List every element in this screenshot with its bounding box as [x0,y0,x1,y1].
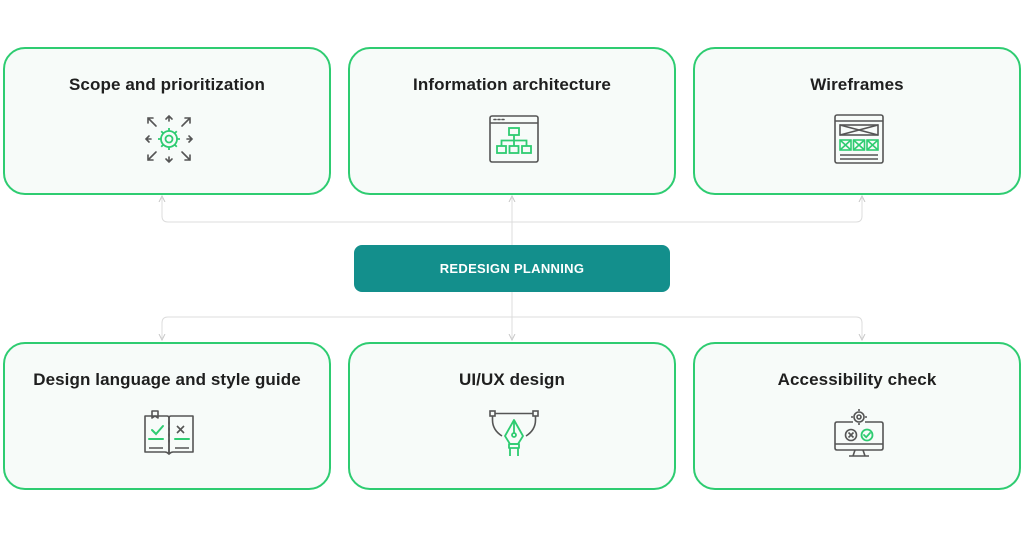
card-title: Scope and prioritization [68,75,266,94]
connector-bottom-left [162,316,512,338]
sitemap-icon [489,115,539,163]
card-title: Information architecture [413,75,611,94]
connector-top-right [512,198,862,223]
card-title: Wireframes [810,75,904,94]
card-wireframes: Wireframes [693,47,1021,195]
card-design-language-and-style-guide: Design language and style guide [3,342,331,490]
connector-bottom-right [512,316,862,338]
card-title: UI/UX design [458,370,566,389]
card-title: Design language and style guide [33,370,301,389]
card-accessibility-check: Accessibility check [693,342,1021,490]
card-information-architecture: Information architecture [348,47,676,195]
gear-arrows-icon [144,114,194,164]
connector-top-left [162,198,512,223]
redesign-planning-node: REDESIGN PLANNING [354,245,670,292]
style-guide-book-icon [144,410,194,455]
pen-tool-icon [489,410,539,456]
card-scope-and-prioritization: Scope and prioritization [3,47,331,195]
wireframe-icon [834,114,884,164]
card-title: Accessibility check [777,370,937,389]
card-ui-ux-design: UI/UX design [348,342,676,490]
monitor-check-icon [834,409,884,457]
